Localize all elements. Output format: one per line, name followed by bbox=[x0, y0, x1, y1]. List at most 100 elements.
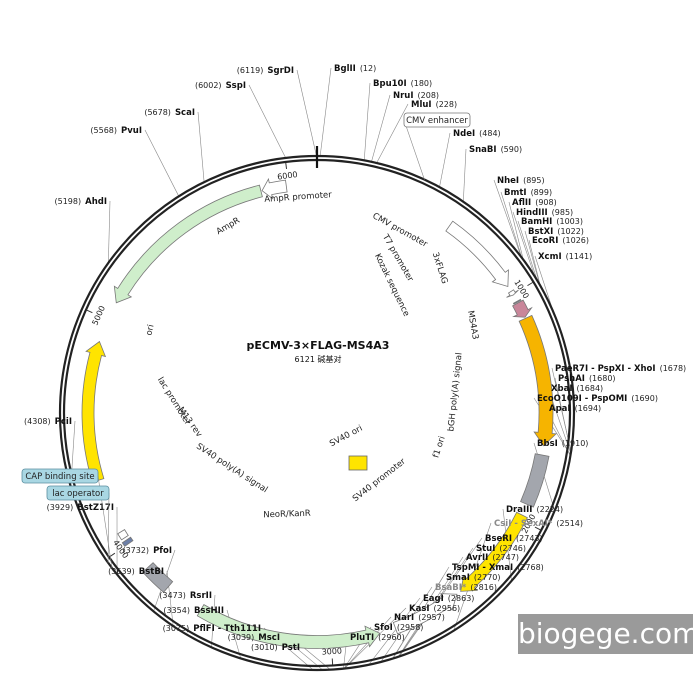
boxed-label-text: CAP binding site bbox=[25, 472, 94, 482]
restriction-site: SnaBI(590) bbox=[469, 145, 522, 155]
site-name: PvuI bbox=[121, 126, 142, 136]
site-leader-line bbox=[493, 179, 522, 258]
site-name: AhdI bbox=[85, 197, 107, 207]
restriction-site: (6002)SspI bbox=[195, 81, 246, 91]
site-position: (2957) bbox=[418, 613, 445, 622]
restriction-site: (3354)BssHII bbox=[163, 606, 224, 616]
feature-label-flag: 3xFLAG bbox=[430, 251, 450, 285]
site-position: (5568) bbox=[90, 126, 117, 135]
site-position: (3929) bbox=[47, 503, 74, 512]
site-position: (2863) bbox=[448, 594, 475, 603]
site-position: (3010) bbox=[251, 643, 278, 652]
site-position: (3039) bbox=[228, 633, 255, 642]
site-name: PstI bbox=[282, 643, 300, 653]
site-leader-line bbox=[524, 230, 541, 285]
feature-neor bbox=[196, 604, 381, 649]
feature-ampr-promoter bbox=[261, 177, 288, 200]
site-leader-line bbox=[248, 84, 286, 159]
feature-ampr bbox=[113, 184, 263, 304]
tick-label: 5000 bbox=[91, 304, 108, 326]
restriction-site: (4308)PciI bbox=[24, 417, 72, 427]
boxed-label-frame bbox=[403, 112, 471, 128]
site-name: PshAI bbox=[558, 374, 585, 384]
feature-label-ampr: AmpR bbox=[215, 216, 242, 237]
site-leader-line bbox=[296, 69, 317, 157]
restriction-site: HindIII(985) bbox=[516, 208, 573, 218]
restriction-site: ApaI (1694) bbox=[549, 404, 601, 414]
restriction-site: MluI(228) bbox=[411, 100, 457, 110]
site-position: (3732) bbox=[122, 546, 149, 555]
restriction-site: XcmI(1141) bbox=[538, 252, 592, 262]
restriction-site: PaeR7I - PspXI - XhoI(1678) bbox=[555, 364, 686, 374]
backbone-outer-ring bbox=[58, 154, 576, 672]
restriction-site: XbaI (1684) bbox=[551, 384, 603, 394]
restriction-site: BamHI (1003) bbox=[521, 217, 583, 227]
feature-sv40-promoter bbox=[392, 593, 458, 635]
site-leader-line bbox=[512, 211, 536, 277]
site-position: (12) bbox=[360, 64, 376, 73]
feature-t7-promoter bbox=[506, 289, 519, 298]
site-position: (6002) bbox=[195, 81, 222, 90]
restriction-site: (3639)BstBI bbox=[108, 567, 164, 577]
restriction-site: SmaI (2770) bbox=[446, 573, 501, 583]
site-position: (1003) bbox=[556, 217, 583, 226]
feature-label-cmv-promoter: CMV promoter bbox=[371, 211, 430, 250]
site-leader-line bbox=[368, 597, 421, 665]
restriction-site: (3929)BstZ17I bbox=[47, 503, 114, 513]
site-position: (1680) bbox=[589, 374, 616, 383]
tick-mark bbox=[109, 552, 116, 558]
restriction-site: (3039)MscI bbox=[228, 633, 280, 643]
feature-lac-promoter bbox=[117, 529, 129, 541]
boxed-label-text: lac operator bbox=[52, 489, 104, 499]
restriction-site: EagI (2863) bbox=[423, 594, 474, 604]
tick-label: 6000 bbox=[277, 170, 298, 181]
site-leader-line bbox=[108, 200, 111, 263]
site-name: NdeI bbox=[453, 129, 475, 139]
site-position: (1694) bbox=[575, 404, 602, 413]
restriction-site: CsiI - SexAI*(2514) bbox=[494, 519, 583, 529]
restriction-site: (3473)RsrII bbox=[159, 591, 212, 601]
site-name: EagI bbox=[423, 594, 444, 604]
site-position: (1684) bbox=[577, 384, 604, 393]
restriction-site: BseRI(2743) bbox=[485, 534, 543, 544]
feature-ms4a3 bbox=[518, 314, 558, 447]
restriction-site: (5678)ScaI bbox=[144, 108, 195, 118]
site-name: PfoI bbox=[153, 546, 172, 556]
feature-label-lac-promoter: lac promoter bbox=[155, 376, 193, 428]
site-position: (2770) bbox=[474, 573, 501, 582]
site-leader-line bbox=[508, 201, 524, 260]
feature-label-sv40-ori: SV40 ori bbox=[328, 424, 364, 450]
restriction-site-labels: BglII(12)Bpu10I(180)NruI(208)MluI(228)Nd… bbox=[24, 64, 686, 653]
plasmid-size: 6121 碱基对 bbox=[295, 354, 342, 364]
site-name: CsiI - SexAI* bbox=[494, 519, 553, 529]
boxed-label-frame bbox=[21, 468, 99, 484]
site-name: BstZ17I bbox=[77, 503, 114, 513]
feature-label-f1-ori: f1 ori bbox=[431, 435, 447, 459]
site-name: ApaI bbox=[549, 404, 571, 414]
site-leader-line bbox=[319, 67, 332, 157]
tick-mark bbox=[86, 309, 93, 314]
site-name: SmaI bbox=[446, 573, 470, 583]
site-name: SgrDI bbox=[267, 66, 294, 76]
site-position: (2958) bbox=[397, 623, 424, 632]
site-position: (899) bbox=[531, 188, 553, 197]
site-name: BssHII bbox=[194, 606, 224, 616]
site-position: (908) bbox=[535, 198, 557, 207]
site-name: RsrII bbox=[190, 591, 212, 601]
site-position: (3639) bbox=[108, 567, 135, 576]
restriction-site: AvrII(2747) bbox=[466, 553, 519, 563]
site-leader-line bbox=[528, 239, 541, 286]
site-name: BamHI bbox=[521, 217, 552, 227]
site-position: (1690) bbox=[631, 394, 658, 403]
restriction-site: NheI(895) bbox=[497, 176, 545, 186]
feature-label-neor: NeoR/KanR bbox=[263, 509, 311, 521]
site-name: XbaI bbox=[551, 384, 573, 394]
site-name: PciI bbox=[55, 417, 72, 427]
plasmid-center-label: pECMV-3×FLAG-MS4A3 6121 碱基对 bbox=[247, 339, 390, 364]
site-name: ScaI bbox=[175, 108, 195, 118]
site-name: NarI bbox=[394, 613, 414, 623]
site-position: (895) bbox=[523, 176, 545, 185]
restriction-site: BsaBI*(2816) bbox=[435, 583, 497, 593]
